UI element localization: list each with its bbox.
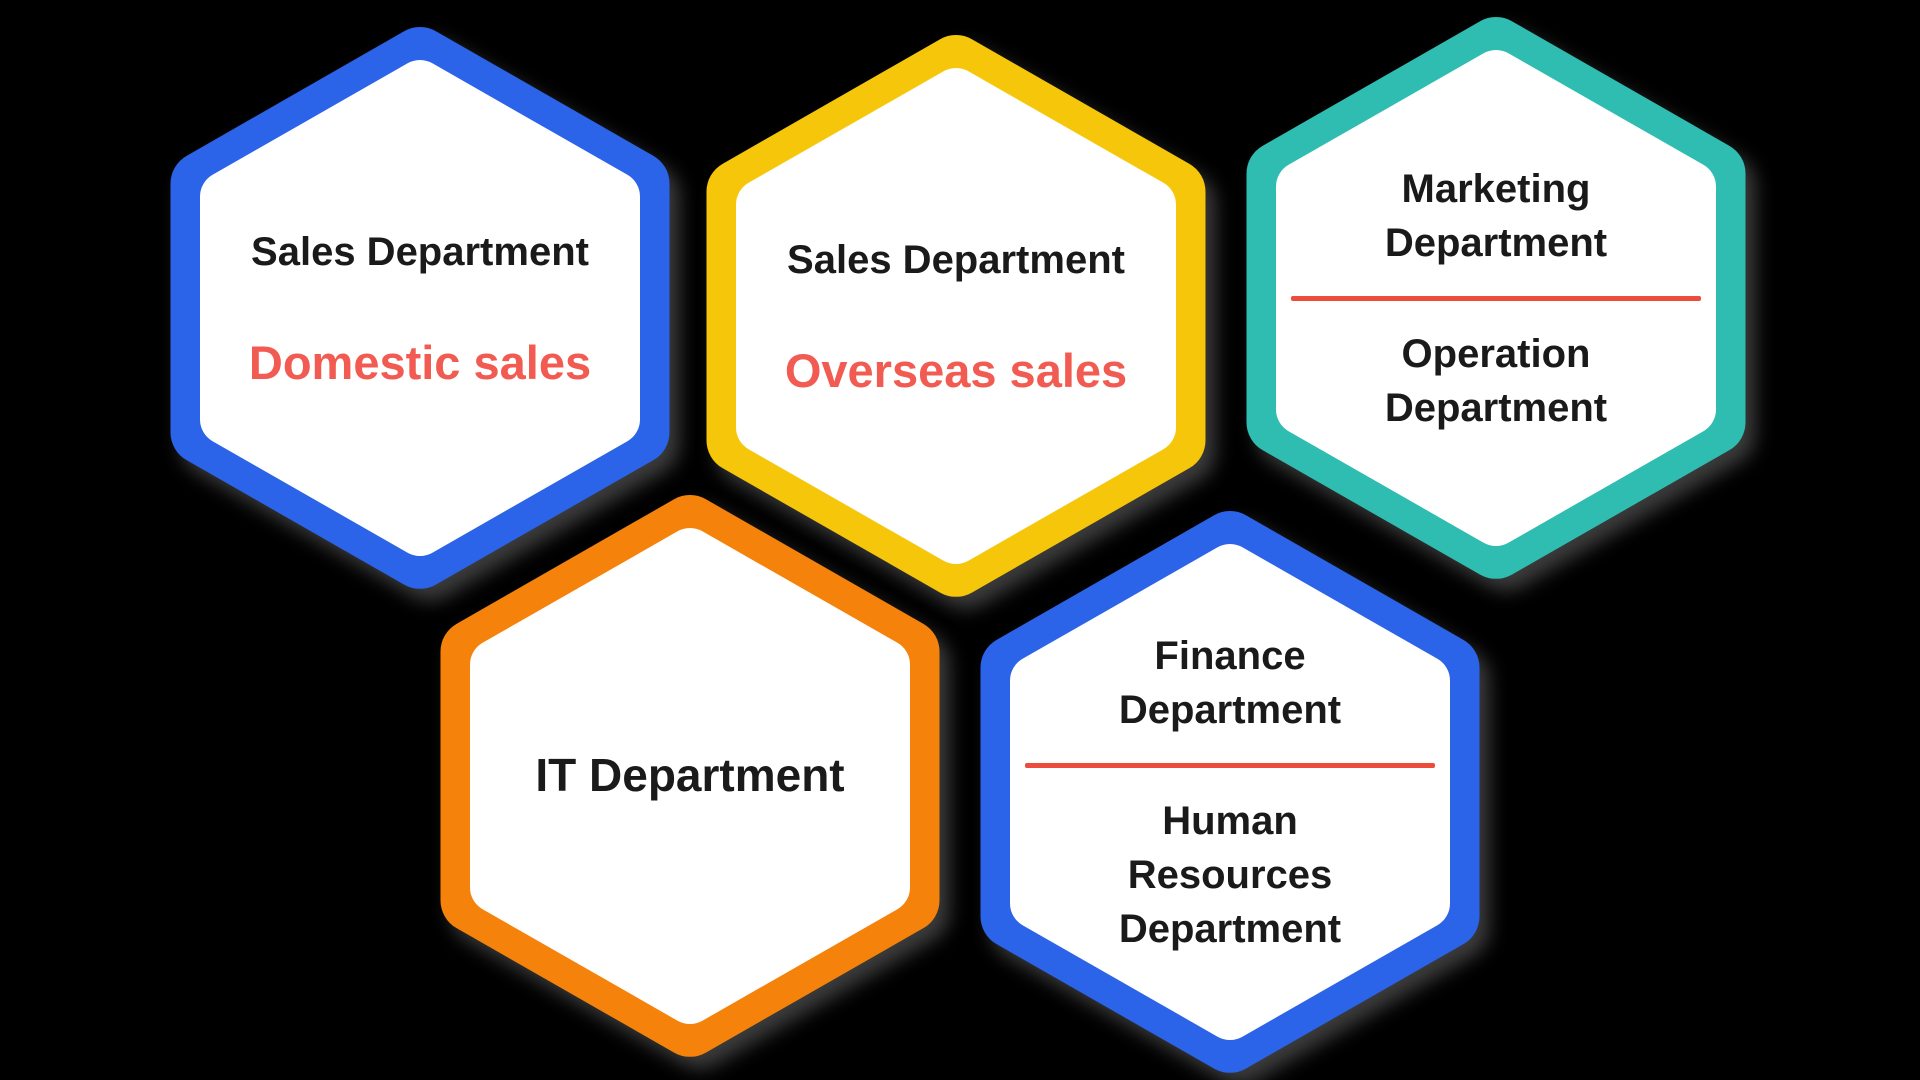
hexagon-label-group: Sales Department Overseas sales bbox=[706, 30, 1206, 602]
divider-line bbox=[1025, 762, 1435, 768]
hexagon-label-group: Sales Department Domestic sales bbox=[170, 22, 670, 594]
hexagon-finance-hr: Finance Department Human Resources Depar… bbox=[980, 506, 1480, 1078]
hexagon-top-label: Finance Department bbox=[1118, 633, 1342, 732]
hexagon-title: Sales Department bbox=[251, 229, 589, 274]
hexagon-top-label: Marketing Department bbox=[1384, 166, 1608, 265]
hexagon-shape bbox=[980, 511, 1480, 1073]
hexagon-fill bbox=[1010, 544, 1450, 1040]
hexagon-fill bbox=[470, 528, 910, 1024]
hexagon-shape bbox=[440, 495, 940, 1057]
divider-line bbox=[1291, 295, 1701, 301]
hexagon-sales-overseas: Sales Department Overseas sales bbox=[706, 30, 1206, 602]
hexagon-title: IT Department bbox=[535, 749, 845, 802]
hexagon-title: Sales Department bbox=[787, 237, 1125, 282]
hexagon-subtitle: Domestic sales bbox=[248, 335, 592, 389]
hexagon-marketing-operation: Marketing Department Operation Departmen… bbox=[1246, 12, 1746, 584]
hexagon-shape bbox=[170, 27, 670, 589]
hexagon-bottom-label: Operation Department bbox=[1384, 331, 1608, 430]
hexagon-label-group: Marketing Department Operation Departmen… bbox=[1246, 12, 1746, 584]
hexagon-bottom-label: Human Resources Department bbox=[1118, 798, 1342, 951]
hexagon-fill bbox=[736, 68, 1176, 564]
hexagon-sales-domestic: Sales Department Domestic sales bbox=[170, 22, 670, 594]
hexagon-it-department: IT Department bbox=[440, 490, 940, 1062]
hexagon-label-group: Finance Department Human Resources Depar… bbox=[980, 506, 1480, 1078]
hexagon-label-group: IT Department bbox=[440, 490, 940, 1062]
hexagon-fill bbox=[200, 60, 640, 556]
hexagon-subtitle: Overseas sales bbox=[784, 343, 1128, 397]
hexagon-shape bbox=[706, 35, 1206, 597]
